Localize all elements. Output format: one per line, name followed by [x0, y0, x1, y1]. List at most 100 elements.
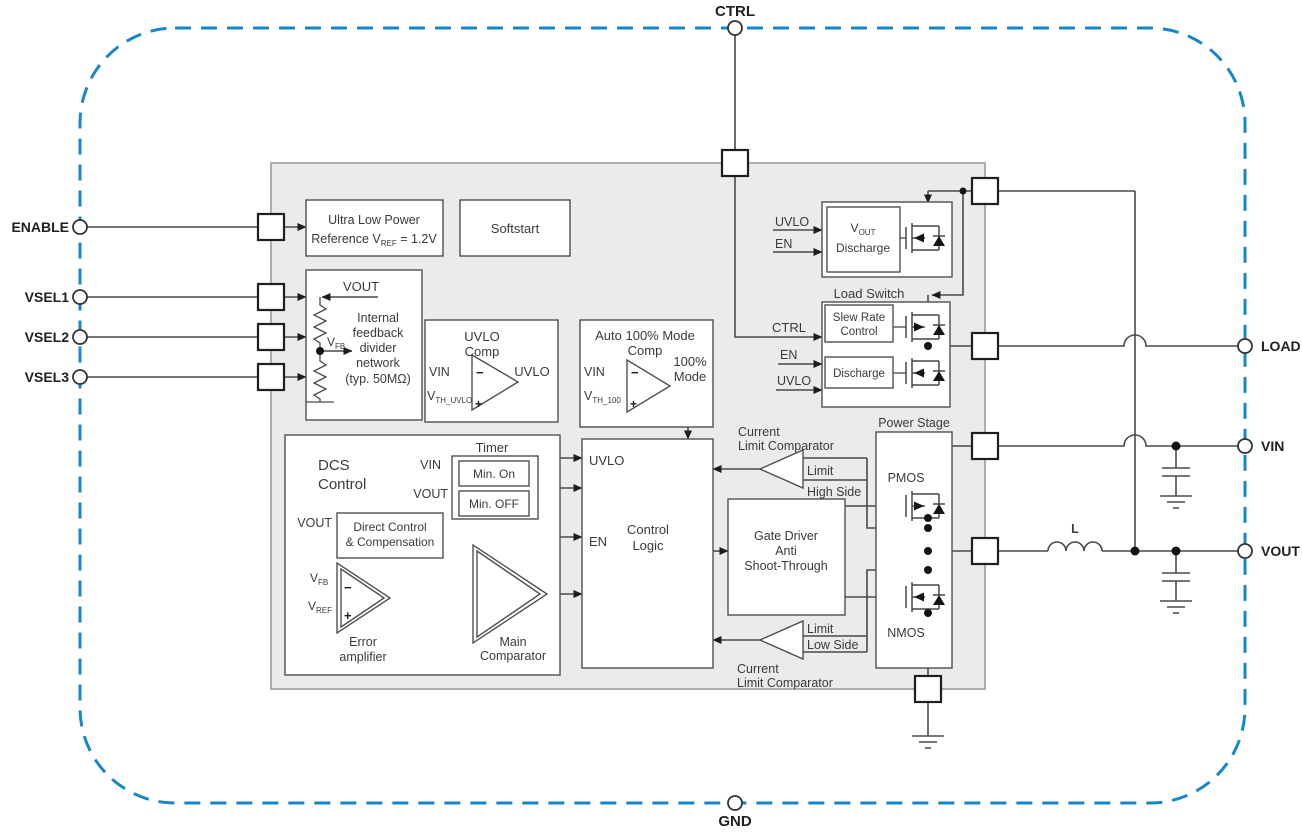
- pad-sw: [970, 536, 1000, 566]
- nmos-label: NMOS: [887, 626, 925, 640]
- min-off-label: Min. OFF: [469, 497, 519, 511]
- main-comp-label1: Main: [499, 635, 526, 649]
- slew-rate-label1: Slew Rate: [833, 312, 885, 324]
- timer-vout-label: VOUT: [413, 487, 448, 501]
- control-logic-label1: Control: [627, 522, 669, 537]
- control-logic-en: EN: [589, 534, 607, 549]
- dcc-label2: & Compensation: [346, 535, 435, 549]
- reference-label-line2: Reference VREF = 1.2V: [311, 232, 437, 248]
- pin-label-ctrl: CTRL: [715, 3, 755, 20]
- pad-ctrl: [720, 148, 750, 178]
- comp-hs-label1: Current: [738, 425, 780, 439]
- pin-enable: [72, 219, 88, 235]
- divider-vfb-label: VFB: [327, 335, 345, 351]
- control-logic-uvlo: UVLO: [589, 453, 624, 468]
- pins: [72, 20, 1253, 811]
- pad-vsel2: [256, 322, 286, 352]
- load-switch-fet-top: [893, 311, 946, 343]
- dcc-vout-label: VOUT: [297, 516, 332, 530]
- reference-label-line1: Ultra Low Power: [328, 213, 420, 227]
- slew-rate-label2: Control: [840, 326, 877, 338]
- block-vout-discharge: [826, 206, 901, 273]
- vout-discharge-fet: [900, 222, 946, 254]
- gate-driver-label3: Shoot-Through: [744, 559, 827, 573]
- block-slew-rate: [824, 304, 894, 343]
- current-limit-comp-hs-triangle: [758, 448, 804, 490]
- pad-enable: [256, 212, 286, 242]
- block-control-logic: [581, 438, 714, 669]
- auto100-title2: Comp: [628, 343, 663, 358]
- pin-vsel2: [72, 329, 88, 345]
- ls-en-label: EN: [780, 348, 797, 362]
- pin-vout: [1237, 543, 1253, 559]
- pad-load: [970, 331, 1000, 361]
- block-reference: [305, 199, 444, 257]
- comp-ls-limit: Limit: [807, 622, 834, 636]
- uvlo-comp-vth: VTH_UVLO: [427, 389, 472, 405]
- block-gate-driver: [727, 498, 846, 616]
- block-min-on: [458, 460, 530, 487]
- comp-hs-limit: Limit: [807, 464, 834, 478]
- pmos-label: PMOS: [888, 471, 925, 485]
- ls-uvlo-label: UVLO: [777, 374, 811, 388]
- comp-hs-label2: Limit Comparator: [738, 439, 834, 453]
- error-amp-label2: amplifier: [339, 650, 386, 664]
- divider-text-4: network: [356, 356, 401, 370]
- block-softstart: [459, 199, 571, 257]
- pin-label-vout: VOUT: [1261, 543, 1300, 559]
- ls-ctrl-label: CTRL: [772, 320, 806, 335]
- comp-ls-label2: Limit Comparator: [737, 676, 833, 690]
- system-boundary: [78, 26, 1247, 805]
- pads: [256, 148, 1000, 704]
- vout-discharge-uvlo: UVLO: [775, 215, 809, 229]
- pin-vin: [1237, 438, 1253, 454]
- err-minus: −: [344, 580, 352, 595]
- comp-ls-side: Low Side: [807, 638, 858, 652]
- block-min-off: [458, 490, 530, 517]
- err-vref-label: VREF: [308, 599, 332, 615]
- main-comp-label2: Comparator: [480, 649, 546, 663]
- divider-text-3: divider: [360, 341, 397, 355]
- power-stage-label: Power Stage: [878, 416, 950, 430]
- auto100-minus: −: [631, 365, 639, 380]
- divider-text-5: (typ. 50MΩ): [345, 372, 411, 386]
- dcc-label1: Direct Control: [353, 520, 426, 534]
- transistors: [893, 222, 946, 613]
- pin-vsel3: [72, 369, 88, 385]
- min-on-label: Min. On: [473, 467, 515, 481]
- gate-driver-label2: Anti: [775, 544, 797, 558]
- gate-driver-label1: Gate Driver: [754, 529, 818, 543]
- dcs-title2: Control: [318, 476, 366, 493]
- feedback-divider-network: [306, 293, 378, 403]
- block-direct-control: [336, 512, 444, 559]
- auto100-vin: VIN: [584, 365, 605, 379]
- pin-label-vin: VIN: [1261, 438, 1284, 454]
- error-amp-label1: Error: [349, 635, 377, 649]
- uvlo-comp-minus: −: [476, 365, 484, 380]
- uvlo-comp-triangle: [471, 353, 520, 412]
- vout-discharge-label1: VOUT: [851, 221, 876, 237]
- softstart-label: Softstart: [491, 221, 540, 236]
- pad-vin: [970, 431, 1000, 461]
- comp-ls-label1: Current: [737, 662, 779, 676]
- current-limit-comp-ls-triangle: [758, 619, 804, 661]
- uvlo-comp-out-label: UVLO: [514, 364, 549, 379]
- pin-label-enable: ENABLE: [11, 219, 69, 235]
- comp-hs-side: High Side: [807, 485, 861, 499]
- blocks: [284, 199, 953, 676]
- uvlo-comp-vin: VIN: [429, 365, 450, 379]
- junction-dots: [316, 187, 1181, 617]
- load-switch-fet-bottom: [893, 357, 946, 389]
- divider-text-2: feedback: [353, 326, 404, 340]
- pin-label-vsel3: VSEL3: [25, 369, 70, 385]
- pad-vsel1: [256, 282, 286, 312]
- inductor-label: L: [1071, 522, 1079, 536]
- block-ls-discharge: [824, 356, 894, 389]
- divider-vout-label: VOUT: [343, 279, 379, 294]
- timer-vin-label: VIN: [420, 458, 441, 472]
- control-logic-label2: Logic: [632, 538, 664, 553]
- pin-label-gnd: GND: [718, 813, 752, 830]
- pin-gnd: [727, 795, 743, 811]
- block-power-stage: [875, 431, 953, 669]
